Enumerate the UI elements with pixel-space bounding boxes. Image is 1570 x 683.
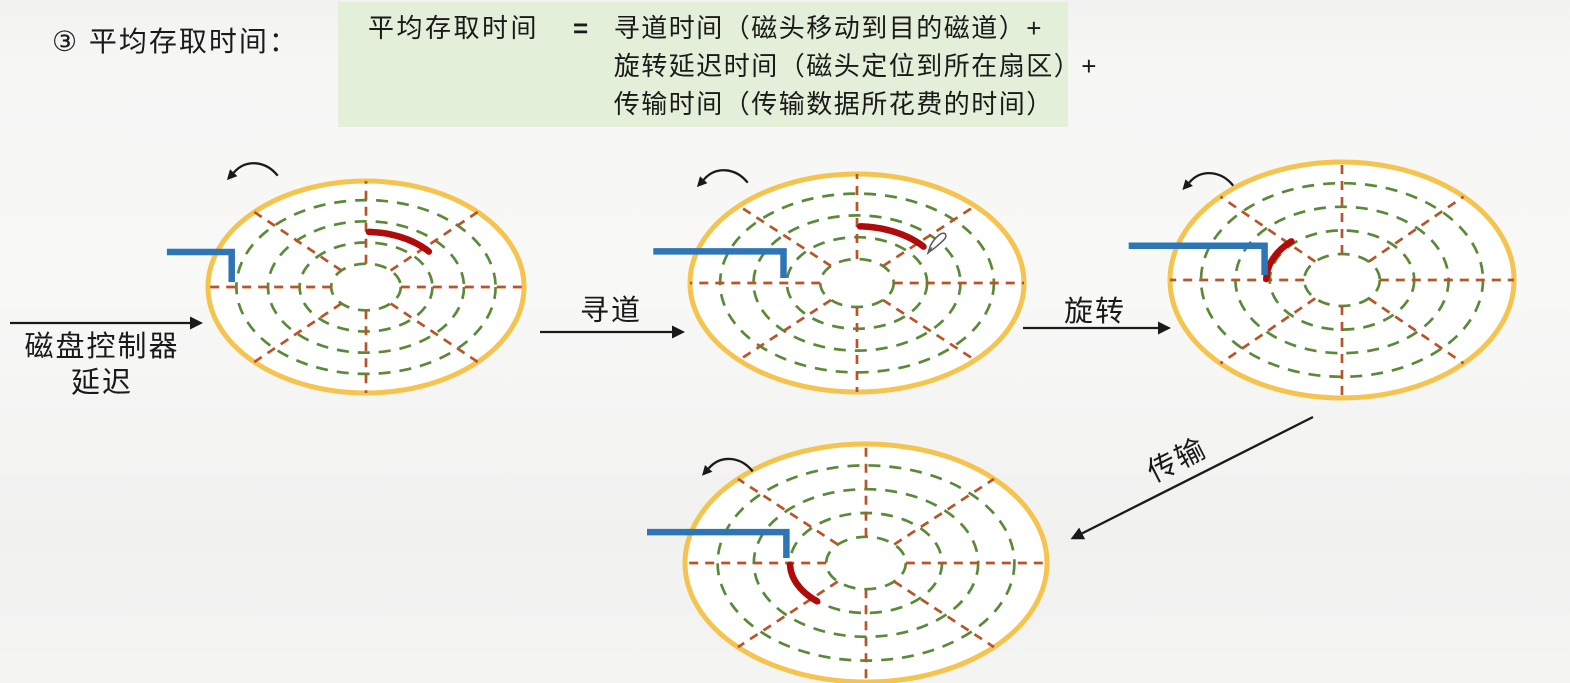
rotation-direction-arrow xyxy=(232,162,279,177)
platter-edge xyxy=(682,441,1050,683)
label-rotate: 旋转 xyxy=(1063,296,1126,328)
sector-boundary-line xyxy=(882,204,976,268)
formula-term-transfer-time: 传输时间（传输数据所花费的时间） xyxy=(613,89,1054,119)
disk-head-arm xyxy=(1128,242,1268,275)
label-disk-controller-delay-line2: 延迟 xyxy=(70,367,133,399)
formula-lhs: 平均存取时间 xyxy=(368,13,540,43)
disk-stage-after-transfer xyxy=(647,441,1050,683)
pen-cursor-icon xyxy=(926,232,947,256)
sector-boundary-line xyxy=(389,302,479,364)
transfer-arrow xyxy=(1070,415,1314,540)
pen-cursor-tip xyxy=(927,247,933,254)
sector-boundary-line xyxy=(253,210,343,272)
rotate-arrow-head xyxy=(1158,321,1171,335)
label-disk-controller-delay: 磁盘控制器 延迟 xyxy=(2,329,202,401)
sector-boundary-line xyxy=(738,298,832,362)
disk-stage-after-rotate xyxy=(1128,159,1517,401)
formula-term-rotational-delay: 旋转延迟时间（磁头定位到所在扇区）+ xyxy=(613,51,1098,81)
disk-stage-after-seek xyxy=(653,169,1027,395)
sector-boundary-line xyxy=(893,580,995,649)
formula-terms: 寻道时间（磁头移动到目的磁道）+ 旋转延迟时间（磁头定位到所在扇区）+ 传输时间… xyxy=(614,9,1098,123)
seek-arrow xyxy=(540,325,685,339)
rotation-direction-arrow xyxy=(707,457,754,473)
rotation-direction-arrowhead xyxy=(696,176,708,188)
track-dashed-ellipse xyxy=(235,198,497,376)
rotation-direction-arrowhead xyxy=(702,465,713,476)
sector-boundary-line xyxy=(1368,297,1465,365)
sector-boundary-line xyxy=(253,302,343,364)
rotation-direction-arrow xyxy=(1188,172,1235,187)
rotation-direction-arrowhead xyxy=(1182,179,1193,190)
formula-equals-sign: = xyxy=(573,13,590,43)
rotation-direction-arrow xyxy=(702,169,749,184)
sector-boundary-line xyxy=(389,210,479,272)
sector-boundary-line xyxy=(1368,195,1465,263)
sector-boundary-line xyxy=(882,298,976,362)
controller-delay-arrow-head xyxy=(190,316,203,330)
target-sector-arc xyxy=(856,223,927,250)
transfer-arrow-head xyxy=(1070,527,1086,540)
sector-boundary-line xyxy=(737,477,839,546)
track-dashed-ellipse xyxy=(266,219,466,355)
sector-boundary-line xyxy=(738,204,832,268)
rotation-direction-arrowhead xyxy=(226,169,238,181)
disk-stage-initial xyxy=(166,162,527,396)
sector-boundary-line xyxy=(1219,297,1316,365)
average-access-time-formula-box: 平均存取时间 = 寻道时间（磁头移动到目的磁道）+ 旋转延迟时间（磁头定位到所在… xyxy=(338,2,1096,127)
seek-arrow-head xyxy=(672,325,685,339)
formula-term-seek-time: 寻道时间（磁头移动到目的磁道）+ xyxy=(613,13,1043,43)
target-sector-arc xyxy=(786,561,821,605)
sector-boundary-line xyxy=(737,580,839,649)
page-title: ③ 平均存取时间： xyxy=(52,26,299,57)
sector-boundary-line xyxy=(893,477,995,546)
pen-cursor-body xyxy=(926,232,947,256)
disk-head-arm xyxy=(166,248,235,282)
label-disk-controller-delay-line1: 磁盘控制器 xyxy=(24,331,180,363)
controller-delay-arrow xyxy=(10,316,203,330)
rotate-arrow xyxy=(1023,321,1171,335)
target-sector-arc xyxy=(365,228,433,255)
transfer-arrow-shaft xyxy=(1081,415,1314,535)
sector-boundary-line xyxy=(1219,195,1316,263)
disk-head-arm xyxy=(653,248,787,278)
label-seek: 寻道 xyxy=(579,295,642,327)
disk-head-arm xyxy=(647,528,790,558)
